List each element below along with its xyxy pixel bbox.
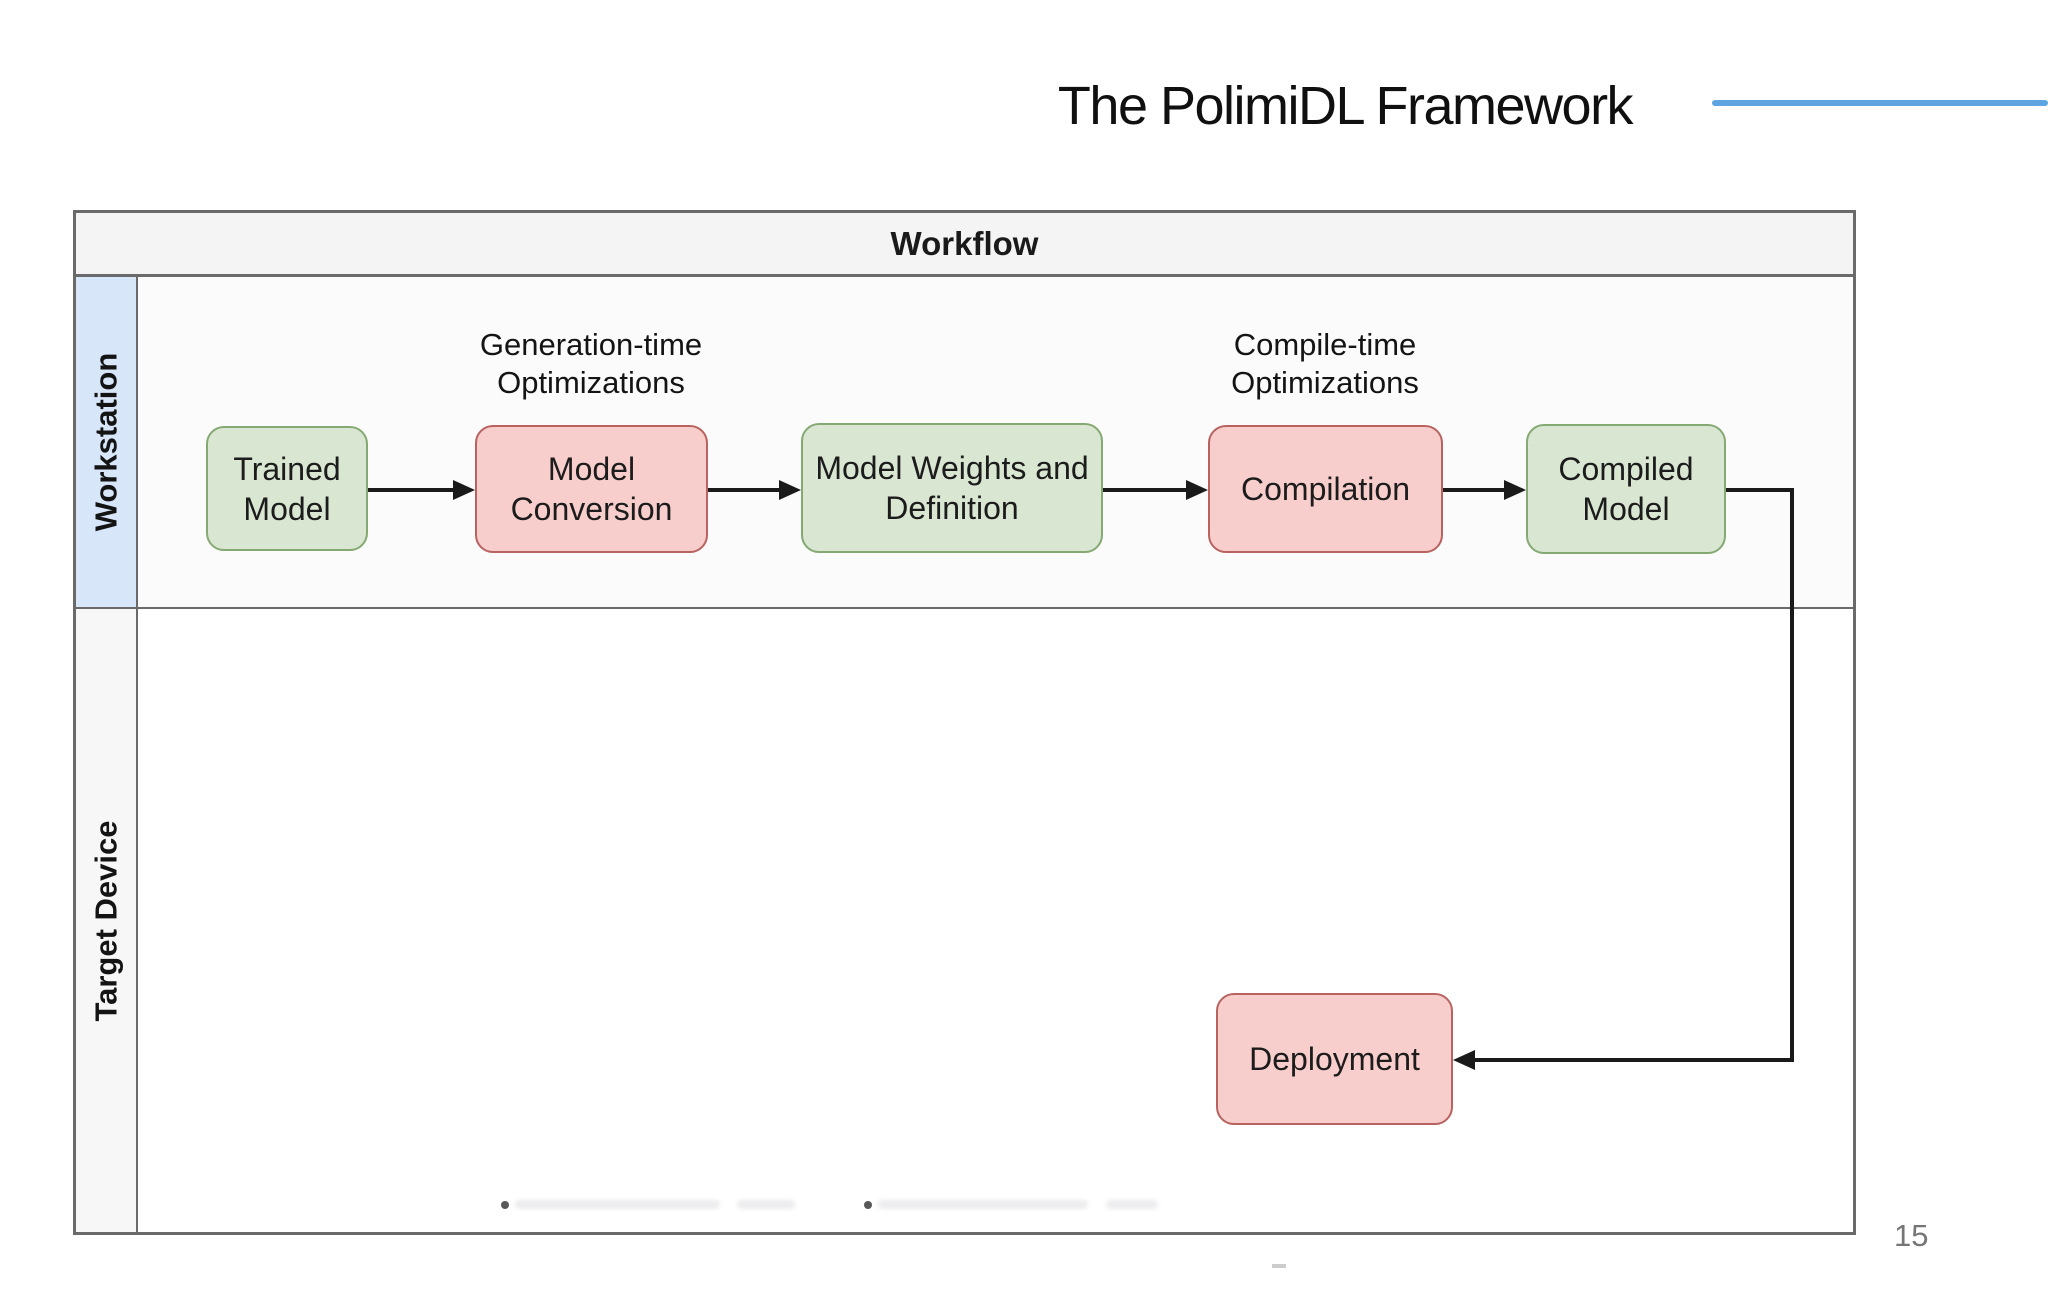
page-title: The PolimiDL Framework (1057, 76, 1634, 136)
lane-label-workstation-text: Workstation (88, 352, 123, 532)
diagram-header: Workflow (76, 213, 1853, 277)
node-deployment-label: Deployment (1249, 1041, 1420, 1077)
diagram-header-label: Workflow (890, 224, 1039, 262)
lane-target-device: Target Device (76, 607, 1853, 1232)
lane-body-target-device (138, 609, 1853, 1232)
node-model-weights-label: Model Weights and Definition (815, 450, 1089, 526)
node-trained-model-label: Trained Model (233, 450, 341, 527)
node-compiled-model: Compiled Model (1526, 424, 1726, 554)
annotation-generation-time-line2: Optimizations (497, 364, 685, 400)
node-compilation-label: Compilation (1241, 471, 1410, 507)
workflow-diagram: Workflow Workstation Target Device (73, 210, 1856, 1268)
node-deployment: Deployment (1216, 993, 1453, 1125)
annotation-compile-time: Compile-time Optimizations (1165, 326, 1485, 402)
node-compiled-model-label: Compiled Model (1558, 451, 1694, 527)
footnote-smear (737, 1200, 795, 1209)
node-compilation: Compilation (1208, 425, 1443, 553)
lane-label-target-device: Target Device (76, 609, 138, 1232)
footnote-bullet-icon (864, 1201, 872, 1209)
annotation-generation-time-line1: Generation-time (479, 327, 703, 362)
footnote-bullet-icon (501, 1201, 509, 1209)
faint-footnote-left (501, 1200, 801, 1212)
footnote-smear (878, 1200, 1088, 1209)
lane-label-target-device-text: Target Device (88, 819, 124, 1022)
node-trained-model: Trained Model (206, 426, 368, 551)
page-number: 15 (1894, 1218, 1929, 1253)
node-model-conversion: Model Conversion (475, 425, 708, 553)
title-accent-line (1712, 100, 2048, 106)
annotation-compile-time-line2: Optimizations (1231, 364, 1419, 400)
lane-label-workstation: Workstation (76, 277, 138, 607)
footnote-smear (1106, 1200, 1158, 1209)
annotation-compile-time-line1: Compile-time (1233, 327, 1417, 362)
blur-artifact-dash (1272, 1264, 1286, 1268)
annotation-generation-time: Generation-time Optimizations (431, 326, 751, 402)
faint-footnote-right (864, 1200, 1164, 1212)
footnote-smear (515, 1200, 720, 1209)
node-model-weights-and-definition: Model Weights and Definition (801, 423, 1103, 553)
node-model-conversion-label: Model Conversion (510, 451, 673, 527)
